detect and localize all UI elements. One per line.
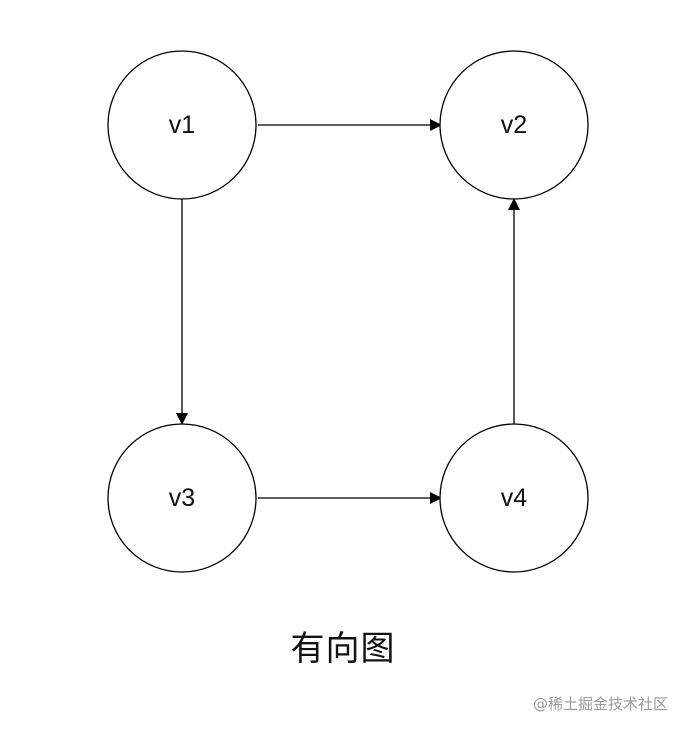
node-v3-label: v3 <box>169 484 195 512</box>
edges <box>176 119 520 504</box>
node-v3-circle <box>107 423 257 573</box>
diagram-caption: 有向图 <box>290 629 396 669</box>
node-v4-circle <box>439 423 589 573</box>
watermark: @稀土掘金技术社区 <box>532 695 668 713</box>
node-v1-circle <box>107 50 257 200</box>
node-v4: v4 <box>439 423 589 573</box>
node-v1-label: v1 <box>169 111 195 139</box>
node-v2-label: v2 <box>501 111 527 139</box>
node-v3: v3 <box>107 423 257 573</box>
node-v2: v2 <box>439 50 589 200</box>
node-v1: v1 <box>107 50 257 200</box>
node-v2-circle <box>439 50 589 200</box>
node-v4-label: v4 <box>501 484 528 512</box>
